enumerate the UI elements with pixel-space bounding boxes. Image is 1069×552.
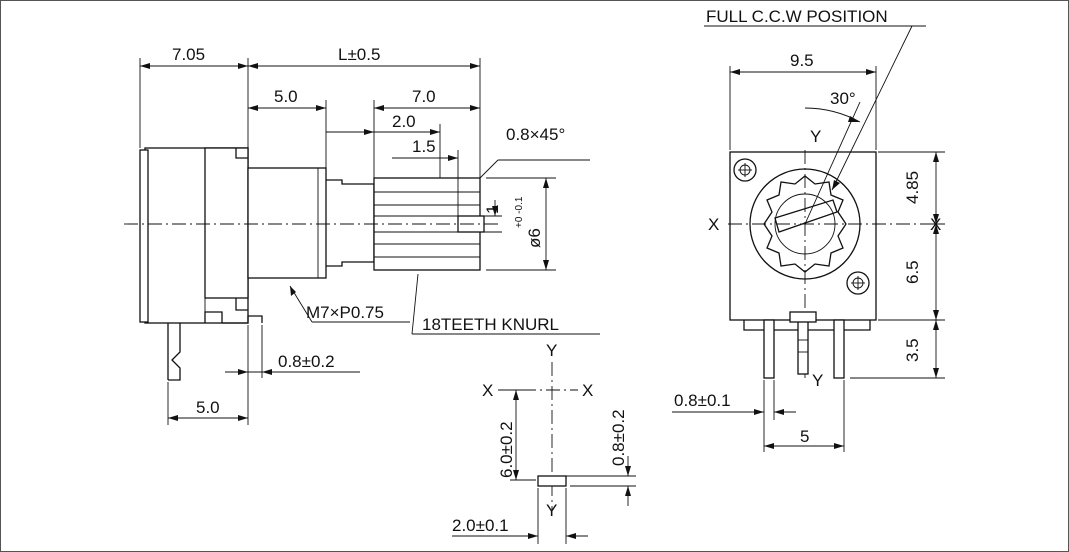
dim-flat-length: 2.0	[392, 112, 416, 131]
top-dimension-lines	[139, 58, 590, 271]
front-view: FULL C.C.W POSITION 9.5 30° Y X X Y 4.85…	[672, 7, 945, 452]
detail-pin	[537, 475, 567, 487]
dim-body-depth: 7.05	[172, 45, 205, 64]
shaft-flat-slot-front	[774, 199, 838, 233]
mount-hole-top-left	[733, 158, 757, 182]
side-view: 7.05 L±0.5 5.0 7.0 2.0 1.5 0.8×45° 1 ø6 …	[124, 45, 600, 425]
dim-pin-width: 0.8±0.1	[674, 391, 731, 410]
dim-shaft-dia: ø6	[525, 228, 544, 248]
dim-knurl: 18TEETH KNURL	[422, 315, 559, 334]
front-pins	[763, 311, 845, 379]
detail-axis-y-top: Y	[546, 341, 557, 360]
detail-axis-x-right: X	[582, 381, 593, 400]
detail-axis-x-left: X	[482, 381, 493, 400]
dim-lower-height: 6.5	[903, 260, 922, 284]
housing-back-plate	[139, 149, 149, 323]
front-dimension-lines	[672, 66, 945, 452]
front-axis-x-right: X	[930, 215, 941, 234]
dim-angle: 30°	[830, 89, 856, 108]
dim-detail-offset: 0.8±0.2	[609, 409, 628, 466]
dim-flat-step: 1.5	[412, 137, 436, 156]
bottom-arrows	[168, 286, 296, 421]
front-dimension-arrows	[730, 69, 939, 449]
dim-detail-height: 6.0±0.2	[497, 421, 516, 478]
dimension-arrows	[140, 63, 549, 270]
dim-front-width: 9.5	[790, 51, 814, 70]
detail-arrows	[513, 390, 631, 539]
dim-detail-width: 2.0±0.1	[452, 516, 509, 535]
dim-chamfer: 0.8×45°	[506, 125, 565, 144]
front-axis-y-top: Y	[810, 127, 821, 146]
detail-axis-y-bottom: Y	[546, 501, 557, 520]
dim-shaft-dia-tol: +0 -0.1	[514, 196, 525, 228]
front-axis-x-left: X	[708, 215, 719, 234]
dim-thread: M7×P0.75	[306, 303, 384, 322]
dim-shaft-length: L±0.5	[338, 45, 380, 64]
ccw-angle-arrow	[848, 116, 860, 122]
pin-detail: Y X X Y 6.0±0.2 0.8±0.2 2.0±0.1	[452, 341, 636, 544]
note-leader	[831, 25, 913, 191]
mount-hole-bottom-right	[846, 271, 870, 295]
bushing	[247, 167, 327, 279]
bushing-step	[326, 179, 375, 267]
dim-pin-length: 3.5	[903, 338, 922, 362]
ccw-angle-line	[804, 101, 861, 225]
note-arrow	[832, 180, 840, 190]
dim-flat-depth: 1	[483, 205, 502, 214]
front-axis-y-bottom: Y	[812, 371, 823, 390]
dim-pin-thickness: 0.8±0.2	[278, 352, 335, 371]
ccw-position-note: FULL C.C.W POSITION	[706, 7, 888, 26]
dim-knurl-length: 7.0	[412, 87, 436, 106]
dim-pin-pitch: 5	[800, 427, 809, 446]
housing-collar	[204, 147, 249, 299]
housing-bracket	[235, 148, 248, 311]
pin-bracket	[167, 311, 263, 381]
dim-bushing-length: 5.0	[274, 87, 298, 106]
dim-upper-height: 4.85	[903, 171, 922, 204]
dim-pin-offset: 5.0	[196, 398, 220, 417]
